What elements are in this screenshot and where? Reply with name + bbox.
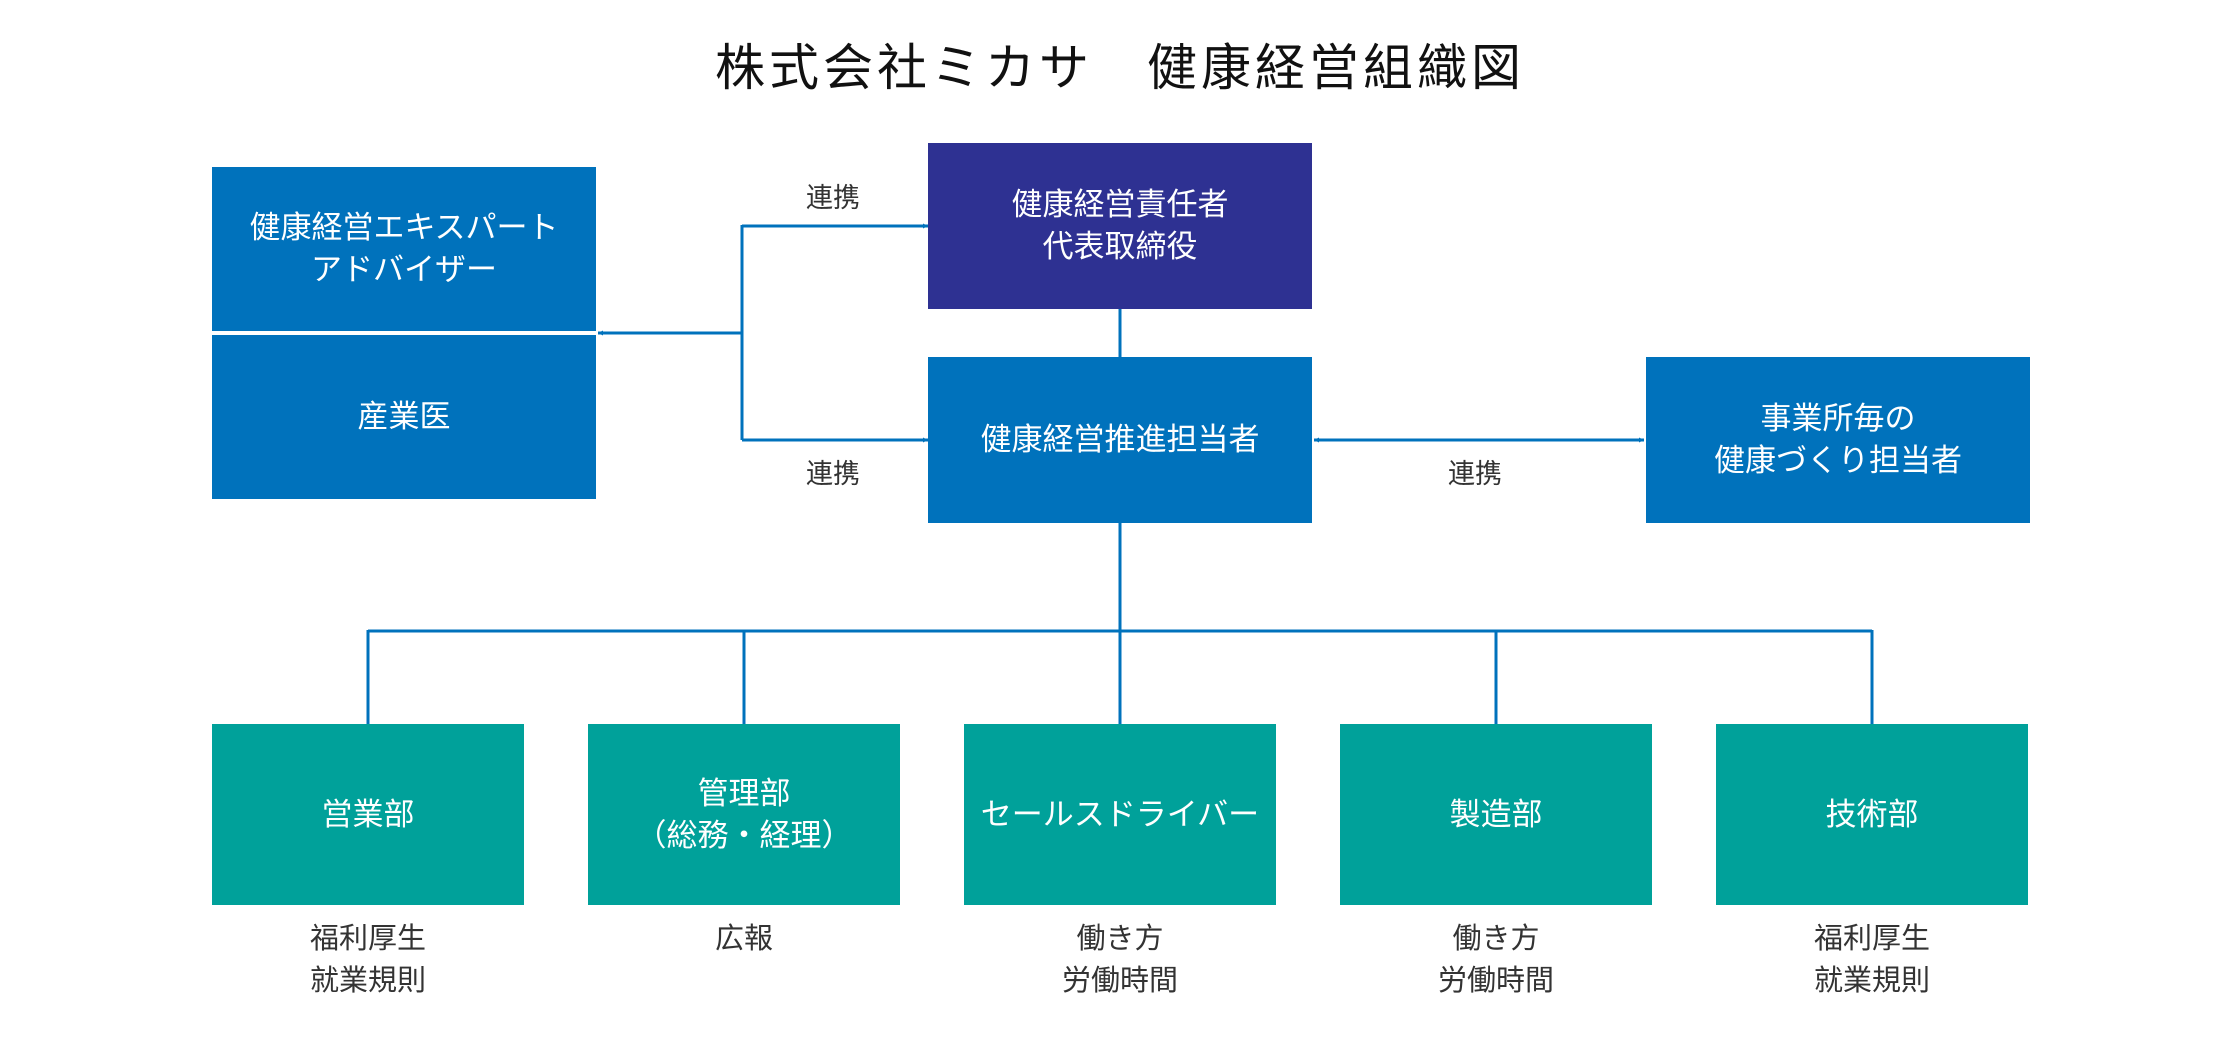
- dept-duties-engineering: 福利厚生 就業規則: [1716, 917, 2028, 1001]
- promoter-role: 健康経営推進担当者: [980, 422, 1260, 458]
- dept-box-drivers: セールスドライバー: [964, 724, 1276, 905]
- advisor-line-2: アドバイザー: [311, 252, 497, 288]
- dept-duties-drivers: 働き方 労働時間: [964, 917, 1276, 1001]
- dept-name: 製造部: [1449, 796, 1543, 833]
- ceo-title: 代表取締役: [1042, 229, 1198, 265]
- link-label-lower: 連携: [806, 459, 860, 490]
- site-box: 事業所毎の 健康づくり担当者: [1646, 357, 2030, 523]
- site-line-1: 事業所毎の: [1760, 401, 1916, 437]
- duty-item: 福利厚生: [309, 921, 426, 955]
- dept-box-engineering: 技術部: [1716, 724, 2028, 905]
- duty-item: 広報: [714, 921, 773, 955]
- duty-item: 働き方: [1452, 921, 1540, 955]
- duty-item: 就業規則: [309, 963, 426, 997]
- dept-box-admin: 管理部 （総務・経理）: [588, 724, 900, 905]
- doctor-role: 産業医: [357, 399, 451, 435]
- dept-duties-sales: 福利厚生 就業規則: [212, 917, 524, 1001]
- duty-item: 働き方: [1076, 921, 1164, 955]
- advisor-box: 健康経営エキスパート アドバイザー: [212, 167, 596, 331]
- diagram-title: 株式会社ミカサ 健康経営組織図: [715, 39, 1525, 97]
- dept-name-sub: （総務・経理）: [635, 817, 853, 854]
- duty-item: 就業規則: [1813, 963, 1930, 997]
- dept-name: 営業部: [321, 796, 415, 833]
- dept-name: セールスドライバー: [980, 796, 1260, 833]
- dept-duties-manufacturing: 働き方 労働時間: [1340, 917, 1652, 1001]
- dept-name: 技術部: [1825, 796, 1919, 833]
- link-label-upper: 連携: [806, 183, 860, 214]
- doctor-box: 産業医: [212, 335, 596, 499]
- duty-item: 労働時間: [1437, 963, 1554, 997]
- site-line-2: 健康づくり担当者: [1714, 443, 1962, 479]
- advisor-line-1: 健康経営エキスパート: [249, 210, 559, 246]
- dept-box-manufacturing: 製造部: [1340, 724, 1652, 905]
- dept-name: 管理部: [697, 775, 791, 812]
- ceo-box: 健康経営責任者 代表取締役: [928, 143, 1312, 309]
- duty-item: 労働時間: [1061, 963, 1178, 997]
- link-label-right: 連携: [1448, 459, 1502, 490]
- dept-duties-admin: 広報: [588, 917, 900, 959]
- dept-box-sales: 営業部: [212, 724, 524, 905]
- duty-item: 福利厚生: [1813, 921, 1930, 955]
- ceo-role: 健康経営責任者: [1011, 187, 1229, 223]
- promoter-box: 健康経営推進担当者: [928, 357, 1312, 523]
